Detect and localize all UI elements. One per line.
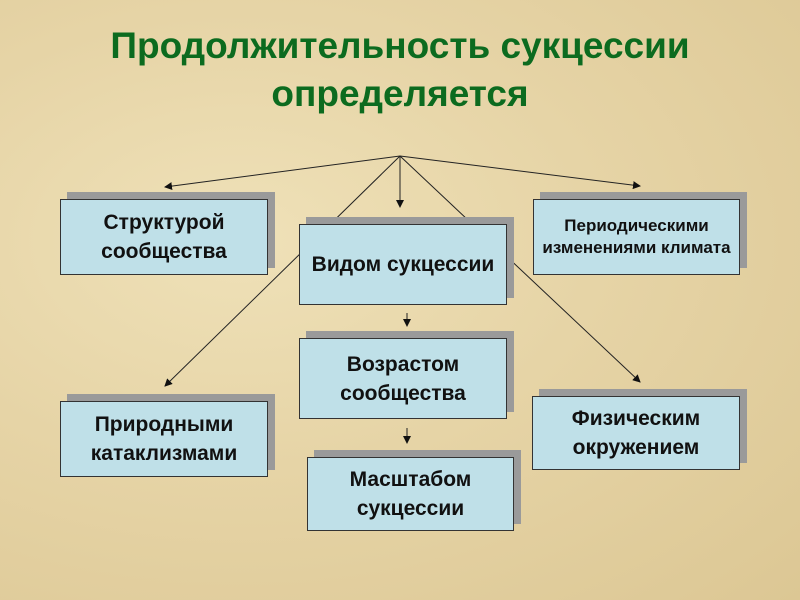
box-climate-label: Периодическими изменениями климата [542,216,731,257]
box-scale-label: Масштабом сукцессии [349,468,472,520]
box-environment-label: Физическим окружением [571,407,701,459]
box-structure: Структурой сообщества [60,199,268,275]
box-scale: Масштабом сукцессии [307,457,514,531]
box-age: Возрастом сообщества [299,338,507,419]
slide-title: Продолжительность сукцессии определяется [110,25,690,114]
box-environment: Физическим окружением [532,396,740,470]
box-disasters-label: Природными катаклизмами [90,413,238,465]
box-structure-label: Структурой сообщества [101,211,227,263]
box-climate: Периодическими изменениями климата [533,199,740,275]
arrow-climate [399,155,641,190]
box-disasters: Природными катаклизмами [60,401,268,477]
box-type-label: Видом сукцессии [311,253,495,276]
box-age-label: Возрастом сообщества [340,352,466,405]
arrow-environment [399,155,641,383]
arrow-disasters [164,155,401,387]
arrow-structure [164,155,401,191]
box-type: Видом сукцессии [299,224,507,305]
